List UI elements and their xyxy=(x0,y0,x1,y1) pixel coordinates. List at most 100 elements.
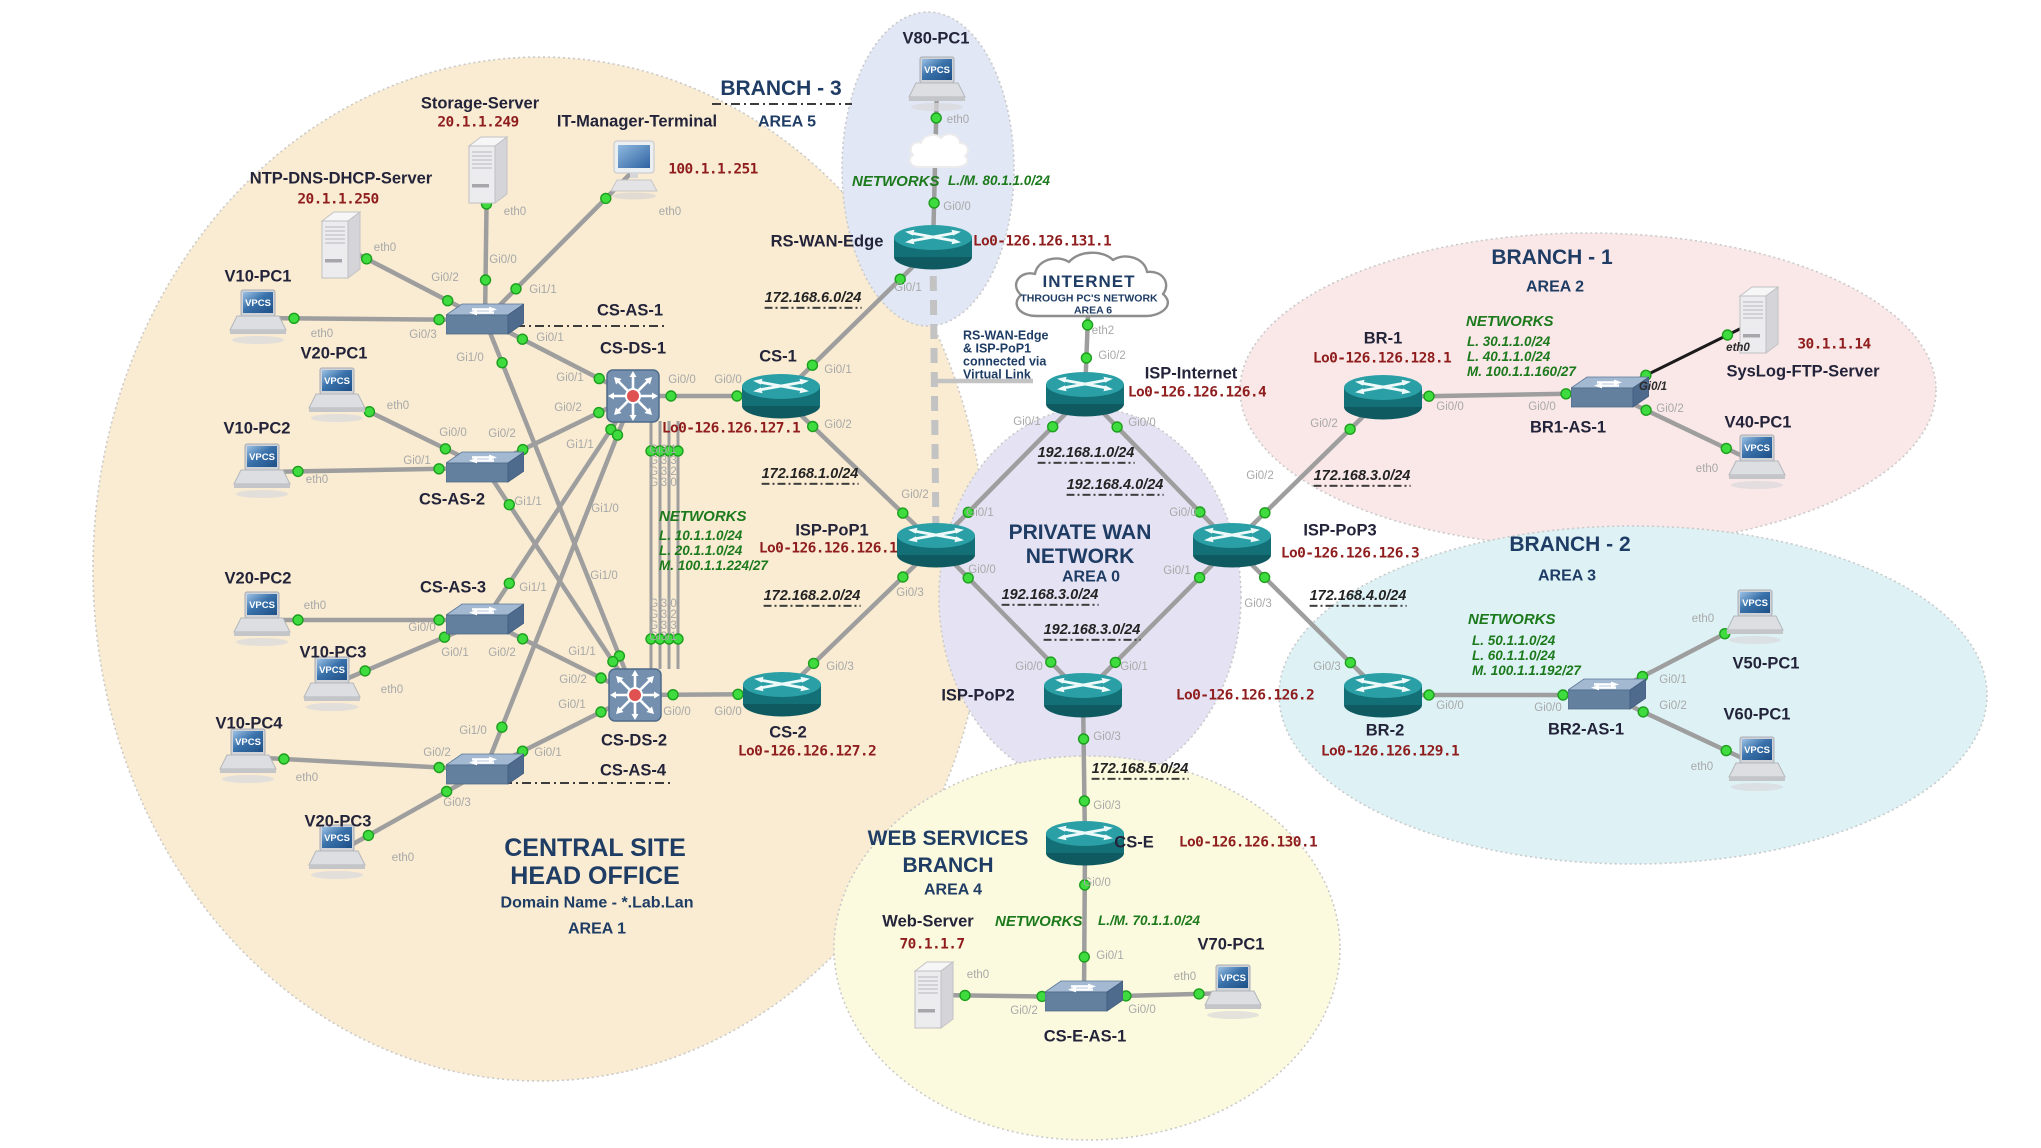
vpcs-pc-icon-v70-pc1[interactable]: VPCS xyxy=(1201,964,1265,1022)
link-status-dot xyxy=(1423,390,1435,402)
port-label: Gi0/2 xyxy=(423,746,451,759)
device-label: ISP-PoP2 xyxy=(941,686,1015,705)
device-label: CS-1 xyxy=(759,347,797,366)
device-label: CS-DS-2 xyxy=(600,731,668,750)
link-status-dot xyxy=(607,655,619,668)
vpcs-pc-icon-v40-pc1[interactable]: VPCS xyxy=(1725,434,1789,492)
port-label: Gi0/2 xyxy=(559,673,587,686)
link xyxy=(1083,392,1234,547)
port-label: Gi0/0 xyxy=(1128,1003,1156,1016)
link-status-dot xyxy=(894,273,906,285)
switch-icon-cs-e-as-1[interactable] xyxy=(1045,979,1123,1015)
device-label: CS-E xyxy=(1114,833,1154,852)
port-label: Gi0/0 xyxy=(1436,400,1464,413)
ip-address-label: Lo0-126.126.131.1 xyxy=(972,233,1112,250)
server-icon-syslog-ftp-server[interactable] xyxy=(1734,284,1782,356)
link-status-dot xyxy=(611,429,624,441)
vpcs-pc-icon-v80-pc1[interactable]: VPCS xyxy=(905,56,969,114)
vpcs-pc-icon-v10-pc3[interactable]: VPCS xyxy=(300,656,364,714)
router-icon-rs-wan-edge[interactable] xyxy=(892,223,974,271)
device-label: BR-1 xyxy=(1363,329,1403,348)
switch-icon-cs-as-3[interactable] xyxy=(446,602,524,638)
switch-icon-cs-as-2[interactable] xyxy=(446,450,524,486)
vpcs-pc-icon-v10-pc2[interactable]: VPCS xyxy=(230,443,294,501)
switch-icon-cs-as-1[interactable] xyxy=(446,302,524,338)
link-status-dot xyxy=(1078,951,1091,963)
link-status-dot xyxy=(1081,319,1094,331)
link xyxy=(779,394,938,547)
link-status-dot xyxy=(1423,689,1435,701)
device-label: V20-PC3 xyxy=(304,812,372,831)
vpcs-pc-icon-v50-pc1[interactable]: VPCS xyxy=(1723,589,1787,647)
device-label: CS-2 xyxy=(769,723,807,742)
router-icon-br-2[interactable] xyxy=(1342,671,1424,719)
port-label: Gi0/0 xyxy=(1128,416,1156,429)
area-subtitle: AREA 2 xyxy=(1525,278,1585,296)
link-status-dot xyxy=(962,506,974,518)
port-label: Gi0/2 xyxy=(824,418,852,431)
vpcs-pc-icon-v10-pc4[interactable]: VPCS xyxy=(216,728,280,786)
terminal-icon-it-manager-terminal[interactable] xyxy=(605,139,663,201)
multilayer-switch-icon-cs-ds-1[interactable] xyxy=(605,368,661,424)
subnet-label: 172.168.6.0/24 xyxy=(765,290,862,309)
router-icon-cs-1[interactable] xyxy=(740,372,822,420)
port-label: Gi0/1 xyxy=(1659,673,1687,686)
router-icon-br-1[interactable] xyxy=(1342,373,1424,421)
port-label: eth0 xyxy=(1691,612,1715,625)
router-icon-isp-pop2[interactable] xyxy=(1042,671,1124,719)
link-status-dot xyxy=(1637,706,1649,718)
vpcs-pc-icon-v10-pc1[interactable]: VPCS xyxy=(226,289,290,347)
link-status-dot xyxy=(1046,421,1059,433)
networks-entry: L. 10.1.1.0/24 xyxy=(659,527,743,543)
ip-address-label: Lo0-126.126.126.2 xyxy=(1175,687,1315,704)
server-icon-ntp-dns-dhcp-server[interactable] xyxy=(316,209,364,281)
link xyxy=(934,392,1087,547)
device-label: Storage-Server xyxy=(420,94,540,113)
router-icon-cs-2[interactable] xyxy=(741,670,823,718)
port-label: Gi0/1 xyxy=(894,281,922,294)
ip-address-label: Lo0-126.126.126.3 xyxy=(1280,545,1420,562)
link xyxy=(1230,543,1385,697)
server-icon-web-server[interactable] xyxy=(909,959,957,1031)
router-icon-isp-internet[interactable] xyxy=(1044,370,1126,418)
cloud-icon-link-cloud[interactable] xyxy=(905,131,969,173)
port-label: eth0 xyxy=(1726,341,1750,354)
svg-text:VPCS: VPCS xyxy=(324,833,350,844)
switch-icon-cs-as-4[interactable] xyxy=(446,752,524,788)
port-label: Gi0/1 xyxy=(966,506,994,519)
link-status-dot xyxy=(897,571,909,583)
switch-icon-br1-as-1[interactable] xyxy=(1571,375,1649,411)
internet-cloud-icon-internet[interactable] xyxy=(1005,250,1173,328)
port-label: Gi0/2 xyxy=(488,427,516,440)
link xyxy=(780,543,938,696)
link-status-dot xyxy=(1721,329,1734,341)
port-label: eth0 xyxy=(946,113,970,126)
device-label: V10-PC4 xyxy=(215,714,283,733)
subnet-label: 192.168.3.0/24 xyxy=(1044,622,1141,641)
area-subtitle: AREA 4 xyxy=(923,881,983,899)
svg-text:VPCS: VPCS xyxy=(245,298,271,309)
vpcs-pc-icon-v20-pc1[interactable]: VPCS xyxy=(305,367,369,425)
server-icon-storage-server[interactable] xyxy=(463,134,511,206)
vpcs-pc-icon-v20-pc3[interactable]: VPCS xyxy=(305,824,369,882)
port-label: Gi1/1 xyxy=(568,645,596,658)
port-label: eth0 xyxy=(1690,760,1714,773)
link-status-dot xyxy=(1344,423,1356,435)
router-icon-isp-pop1[interactable] xyxy=(895,521,977,569)
device-label: V50-PC1 xyxy=(1732,654,1800,673)
multilayer-switch-icon-cs-ds-2[interactable] xyxy=(607,667,663,723)
switch-icon-br2-as-1[interactable] xyxy=(1568,677,1646,713)
port-label: Gi3/0 xyxy=(649,597,677,610)
vpcs-pc-icon-v60-pc1[interactable]: VPCS xyxy=(1725,736,1789,794)
router-icon-cs-e[interactable] xyxy=(1044,819,1126,867)
device-label: V40-PC1 xyxy=(1724,413,1792,432)
port-label: Gi0/3 xyxy=(896,586,924,599)
link xyxy=(779,245,935,398)
port-label: Gi3/1 xyxy=(649,443,677,456)
port-label: Gi0/3 xyxy=(1093,799,1121,812)
device-label: BR1-AS-1 xyxy=(1529,418,1607,437)
port-label: Gi1/0 xyxy=(590,569,618,582)
port-label: eth0 xyxy=(380,683,404,696)
router-icon-isp-pop3[interactable] xyxy=(1191,521,1273,569)
vpcs-pc-icon-v20-pc2[interactable]: VPCS xyxy=(230,591,294,649)
